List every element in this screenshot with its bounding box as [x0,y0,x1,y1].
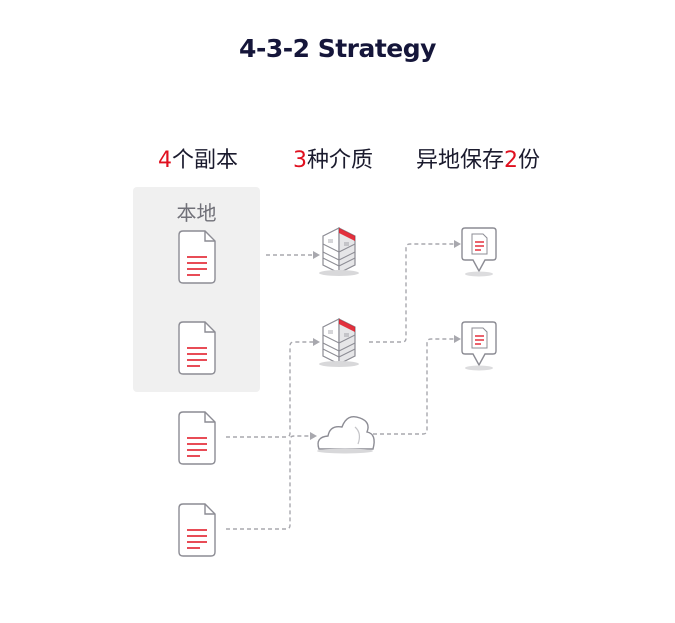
header-offsite: 异地保存2份 [416,148,541,173]
local-label: 本地 [176,201,217,225]
connector-lines [226,243,456,530]
connector-doc3-to-building2 [226,341,316,438]
document-4-icon [178,503,216,557]
diagram-title: 4-3-2 Strategy [239,34,436,63]
local-document-2-icon [178,321,216,375]
document-3-icon [178,411,216,465]
header-media: 3种介质 [293,148,374,173]
header-copies: 4个副本 [158,148,239,173]
local-document-1-icon [178,230,216,284]
connector-arrowheads [310,240,461,440]
cloud-icon [317,415,375,454]
offsite-pin-2-icon [461,321,497,372]
connector-building2-to-pin1 [369,243,456,343]
connector-cloud-to-pin2 [373,338,456,435]
building-1-icon [318,227,360,277]
offsite-pin-1-icon [461,227,497,278]
building-2-icon [318,318,360,368]
connector-doc4-to-cloud [226,435,312,530]
